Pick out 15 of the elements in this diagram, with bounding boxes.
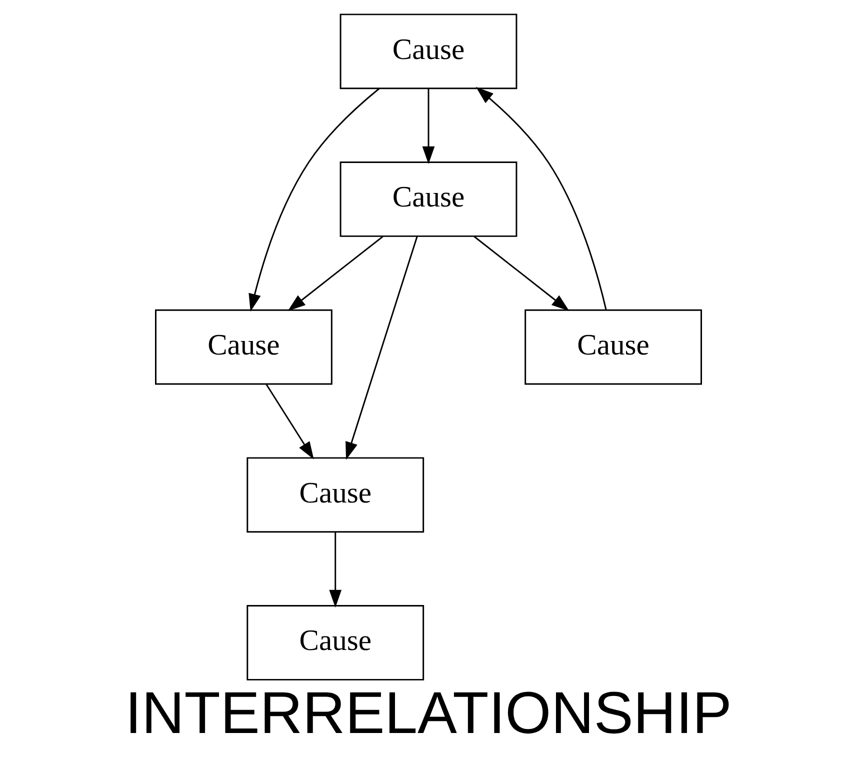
arrow: [287, 236, 383, 312]
arrow: [248, 88, 380, 312]
node-box: Cause: [524, 309, 702, 385]
caption: INTERRELATIONSHIP: [124, 678, 732, 746]
node-box: Cause: [246, 457, 424, 533]
node-box: Cause: [339, 14, 517, 90]
arrow: [422, 88, 434, 164]
arrow: [345, 236, 418, 460]
arrow: [328, 532, 342, 608]
node-box: Cause: [339, 162, 517, 237]
node-box: Cause: [154, 309, 332, 385]
arrow: [475, 86, 606, 310]
node-box: Cause: [246, 605, 424, 680]
arrow: [473, 236, 569, 312]
arrow: [265, 384, 314, 460]
